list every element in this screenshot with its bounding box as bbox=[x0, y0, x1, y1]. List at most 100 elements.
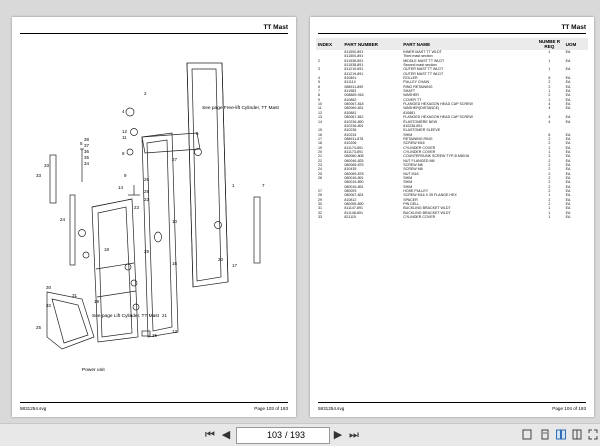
cell-part-number: 088911-890 bbox=[344, 84, 364, 89]
cell-number-reqd: 2 bbox=[548, 171, 551, 176]
cell-number-reqd: 1 bbox=[548, 89, 551, 94]
cell-index: 33 bbox=[318, 215, 322, 220]
page-number-input[interactable]: 103 / 193 bbox=[236, 427, 330, 444]
cell-number-reqd: 1 bbox=[548, 67, 551, 72]
cell-part-number: 810862 bbox=[344, 97, 357, 102]
cell-number-reqd: 2 bbox=[548, 180, 551, 185]
cell-number-reqd: 8 bbox=[548, 132, 551, 137]
cell-part-number: 811147-891 bbox=[344, 206, 364, 211]
cell-part-number: 810206 bbox=[344, 141, 357, 146]
current-page: 103 bbox=[267, 430, 283, 440]
cell-part-name: FLANGED HEXAGON HEAD CAP SCREW bbox=[403, 102, 473, 107]
next-page-icon[interactable]: ▶ bbox=[333, 428, 343, 441]
cell-part-number: 811500-891 bbox=[344, 54, 364, 59]
cell-part-name: HOSE PULLEY bbox=[403, 189, 429, 193]
prev-page-icon[interactable]: ◀ bbox=[221, 428, 231, 441]
cell-index: 22 bbox=[318, 158, 322, 163]
cell-part-name: Third mast section bbox=[403, 54, 433, 59]
cell-part-name: OUTER MAST TT WLDT bbox=[403, 71, 444, 76]
cell-part-name: BUCKLING BRACKET WLDT bbox=[403, 210, 451, 215]
cell-index: 30 bbox=[318, 202, 322, 207]
col-part-name: PART NAME bbox=[401, 38, 536, 50]
cell-uom: EA bbox=[565, 145, 571, 150]
callout-25: 25 bbox=[36, 325, 42, 330]
cell-uom: EA bbox=[565, 93, 571, 98]
fullscreen-icon[interactable] bbox=[588, 429, 598, 440]
callout-5: 5 bbox=[80, 141, 83, 146]
cell-part-number: 080055-890 bbox=[344, 202, 364, 207]
cell-part-name: CYLINDER COVER bbox=[403, 149, 436, 154]
callout-6: 6 bbox=[196, 131, 199, 136]
cell-number-reqd: 1 bbox=[548, 50, 551, 54]
cell-part-name: SCREW M8 bbox=[403, 162, 423, 167]
last-page-icon[interactable]: ⏭ bbox=[349, 428, 359, 441]
fit-page-icon[interactable] bbox=[522, 429, 532, 440]
cell-part-number: 080060-808 bbox=[344, 154, 364, 159]
single-page-icon[interactable] bbox=[540, 429, 550, 440]
callout-26: 26 bbox=[144, 177, 150, 182]
cell-uom: EA bbox=[565, 115, 571, 120]
cell-uom: EA bbox=[565, 215, 571, 220]
cell-uom: EA bbox=[565, 132, 571, 137]
lift-cylinder bbox=[49, 154, 57, 204]
cell-number-reqd: 2 bbox=[548, 162, 551, 167]
callout-38: 38 bbox=[84, 137, 90, 142]
callout-13: 13 bbox=[172, 329, 178, 334]
two-page-icon[interactable] bbox=[556, 429, 566, 440]
callout-21: 21 bbox=[162, 313, 168, 318]
cell-uom: EA bbox=[565, 210, 571, 215]
cell-index: 2 bbox=[318, 58, 320, 63]
cell-uom: EA bbox=[565, 202, 571, 207]
scroll-mode-icon[interactable] bbox=[572, 429, 582, 440]
cell-part-name: SHAFT bbox=[403, 89, 416, 94]
cell-part-number: 080067-842 bbox=[344, 115, 364, 120]
table-header-row: INDEX PART NUMBER PART NAME NUMBE R REQ … bbox=[316, 38, 588, 50]
cell-index: 10 bbox=[318, 102, 322, 107]
first-page-icon[interactable]: ⏮ bbox=[205, 428, 215, 441]
cell-part-number: 810236 bbox=[344, 128, 357, 133]
cell-number-reqd: 1 bbox=[548, 206, 551, 211]
cell-index: 21 bbox=[318, 154, 322, 159]
cell-uom: EA bbox=[565, 58, 571, 63]
cell-part-number: 080093 bbox=[344, 189, 357, 193]
cell-uom: EA bbox=[565, 180, 571, 185]
cell-index: 26 bbox=[318, 175, 322, 180]
cell-part-name: Second mast section bbox=[403, 63, 437, 68]
callout-17: 17 bbox=[232, 263, 238, 268]
cell-part-name: SPACER bbox=[403, 197, 418, 202]
viewer-toolbar: ⏮ ◀ 103 / 193 ▶ ⏭ bbox=[0, 423, 600, 446]
cell-index: 4 bbox=[318, 76, 320, 81]
cell-number-reqd: 1 bbox=[548, 149, 551, 154]
cell-part-number: 811148-891 bbox=[344, 210, 364, 215]
cell-index: 11 bbox=[318, 106, 322, 111]
cell-uom: EA bbox=[565, 106, 571, 111]
cell-index: 14 bbox=[318, 119, 322, 124]
note-lift: See page Lift Cylinder, TT Mast bbox=[92, 313, 160, 319]
callout-35: 35 bbox=[84, 155, 90, 160]
cell-part-number: 811983 bbox=[344, 89, 357, 94]
callout-30: 30 bbox=[46, 285, 52, 290]
callout-14: 14 bbox=[118, 185, 124, 190]
footer-page-number: Page 104 of 193 bbox=[552, 406, 586, 411]
callout-16: 16 bbox=[172, 261, 178, 266]
cell-part-name: SHIM bbox=[403, 132, 413, 137]
cell-index: 24 bbox=[318, 167, 322, 172]
cell-number-reqd: 2 bbox=[548, 184, 551, 189]
cell-index: 17 bbox=[318, 136, 322, 141]
